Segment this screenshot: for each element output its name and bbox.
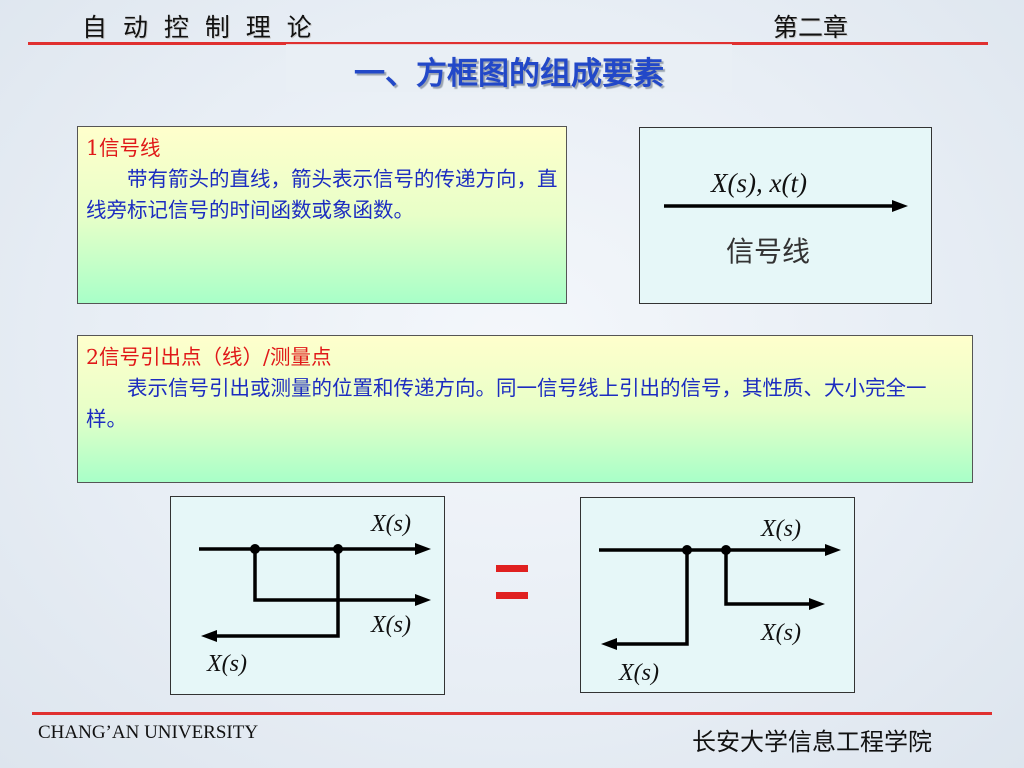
title-backdrop xyxy=(286,44,732,92)
left-branch-left-arrowhead xyxy=(201,630,217,642)
pickoff-diagram-left: X(s) X(s) X(s) xyxy=(199,511,431,677)
chapter-label: 第二章 xyxy=(773,13,849,42)
pickoff-text-box: 2信号引出点（线）/测量点 表示信号引出或测量的位置和传递方向。同一信号线上引出… xyxy=(77,335,973,483)
left-label-top: X(s) xyxy=(370,511,411,537)
signal-line-arrowhead xyxy=(892,200,908,212)
signal-line-diagram: X(s), x(t) 信号线 xyxy=(664,168,908,268)
signal-line-text-box: 1信号线 带有箭头的直线，箭头表示信号的传递方向，直线旁标记信号的时间函数或象函… xyxy=(77,126,567,304)
signal-line-description: 带有箭头的直线，箭头表示信号的传递方向，直线旁标记信号的时间函数或象函数。 xyxy=(86,167,558,222)
pickoff-description: 表示信号引出或测量的位置和传递方向。同一信号线上引出的信号，其性质、大小完全一样… xyxy=(86,376,927,431)
footer-divider xyxy=(32,712,992,715)
equals-bar-top xyxy=(496,565,528,572)
equals-sign xyxy=(496,565,528,599)
right-main-arrowhead xyxy=(825,544,841,556)
left-label-bottom: X(s) xyxy=(206,651,247,677)
signal-line-caption: 信号线 xyxy=(726,235,810,268)
right-branch-right xyxy=(724,550,813,606)
footer-school: 长安大学信息工程学院 xyxy=(692,728,932,756)
equals-bar-bottom xyxy=(496,592,528,599)
pickoff-heading: 2信号引出点（线）/测量点 xyxy=(86,345,332,369)
header-divider xyxy=(28,42,988,45)
footer-university: CHANG’AN UNIVERSITY xyxy=(38,722,259,743)
left-branch-right xyxy=(253,549,419,602)
pickoff-figure-right: X(s) X(s) X(s) xyxy=(580,497,855,693)
right-branch-right-arrowhead xyxy=(809,598,825,610)
left-branch-right-arrowhead xyxy=(415,594,431,606)
pickoff-figure-left: X(s) X(s) X(s) xyxy=(170,496,445,695)
course-title: 自 动 控 制 理 论 xyxy=(82,13,316,42)
signal-line-label: X(s), x(t) xyxy=(710,168,807,198)
left-main-arrowhead xyxy=(415,543,431,555)
left-branch-left xyxy=(213,549,340,638)
signal-line-figure: X(s), x(t) 信号线 xyxy=(639,127,932,304)
pickoff-diagram-right: X(s) X(s) X(s) xyxy=(599,516,841,686)
right-label-top: X(s) xyxy=(760,516,801,542)
right-label-bottom: X(s) xyxy=(618,660,659,686)
left-label-mid: X(s) xyxy=(370,612,411,638)
right-label-mid: X(s) xyxy=(760,620,801,646)
right-branch-left xyxy=(613,550,689,646)
signal-line-heading: 1信号线 xyxy=(86,136,161,160)
right-branch-left-arrowhead xyxy=(601,638,617,650)
slide-title: 一、方框图的组成要素 xyxy=(354,56,664,92)
